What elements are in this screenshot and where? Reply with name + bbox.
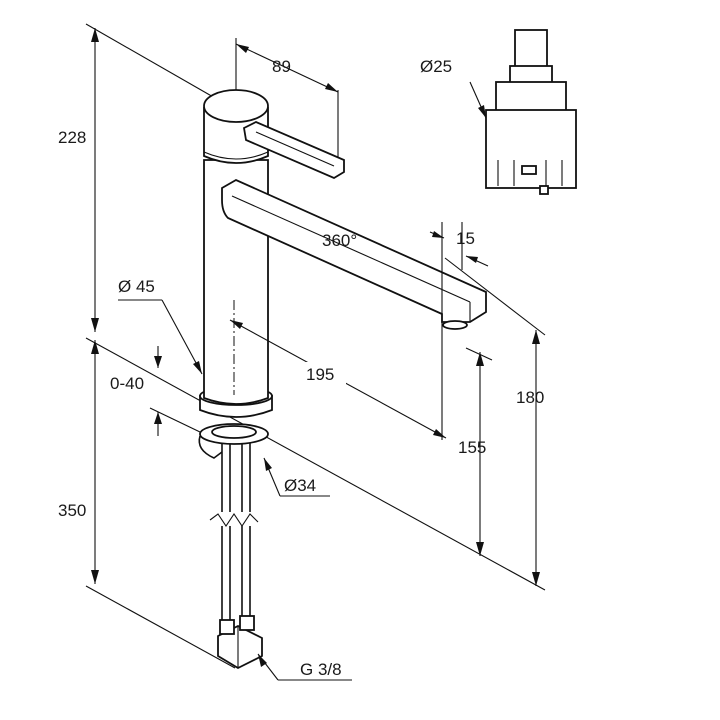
dim-195-label-bg [302,362,346,384]
hose-break-mark [209,513,259,527]
dim-350-label: 350 [58,501,86,520]
cartridge-upper-body [495,81,567,113]
spout-extension-line [444,257,546,336]
hose-nut-right [239,615,255,631]
spout-body [221,178,487,323]
cartridge-body [485,109,577,189]
handle-lever[interactable] [243,121,345,180]
dim-body-diameter-label: Ø 45 [118,277,155,296]
handle-lever-edge [255,131,335,167]
dim-thread-label: G 3/8 [300,660,342,679]
spout-aerator [442,320,468,330]
spout-top-edge [231,195,471,303]
arrowhead-icon [230,320,243,329]
dim-cartridge-diameter-label: Ø25 [420,57,452,76]
head-seam [203,151,269,160]
arrowhead-icon [466,256,478,263]
arrowhead-icon [91,28,99,42]
top-extension-line [85,23,216,99]
dim-hole-diameter-label: Ø34 [284,476,316,495]
dim-rotation-label: 360° [322,231,357,250]
dim-195-label: 195 [306,365,334,384]
arrowhead-icon [236,44,249,53]
cartridge-pin [539,185,549,195]
mounting-washer-hole [211,425,257,439]
arrowhead-icon [325,83,338,92]
dim-deck-ext [149,407,201,433]
arrowhead-icon [476,352,484,366]
dim-15-label: 15 [456,229,475,248]
dim-89-line [235,43,339,93]
arrowhead-icon [91,570,99,584]
arrowhead-icon [476,542,484,556]
arrowhead-icon [433,429,446,438]
dim-155-ext-top [465,347,493,361]
arrowhead-icon [193,361,202,374]
dim-body-diameter-leader [161,299,203,375]
cartridge-slot [521,165,537,175]
arrowhead-icon [91,318,99,332]
arrowhead-icon [154,356,162,368]
arrowhead-icon [478,105,486,118]
dim-228-label: 228 [58,128,86,147]
dim-155-label: 155 [458,438,486,457]
faucet-head-cap [203,89,269,123]
dim-89-label: 89 [272,57,291,76]
hose-nut-left [219,619,235,635]
arrowhead-icon [432,231,444,238]
dim-deck-thickness-label: 0-40 [110,374,144,393]
base-extension-line [85,337,546,591]
arrowhead-icon [91,340,99,354]
mounting-clip [198,435,223,459]
bottom-extension-line [85,585,236,669]
arrowhead-icon [532,572,540,586]
arrowhead-icon [154,412,162,424]
dim-180-label: 180 [516,388,544,407]
arrowhead-icon [532,330,540,344]
faucet-head [203,107,269,164]
arrowhead-icon [258,654,267,667]
arrowhead-icon [264,458,272,471]
